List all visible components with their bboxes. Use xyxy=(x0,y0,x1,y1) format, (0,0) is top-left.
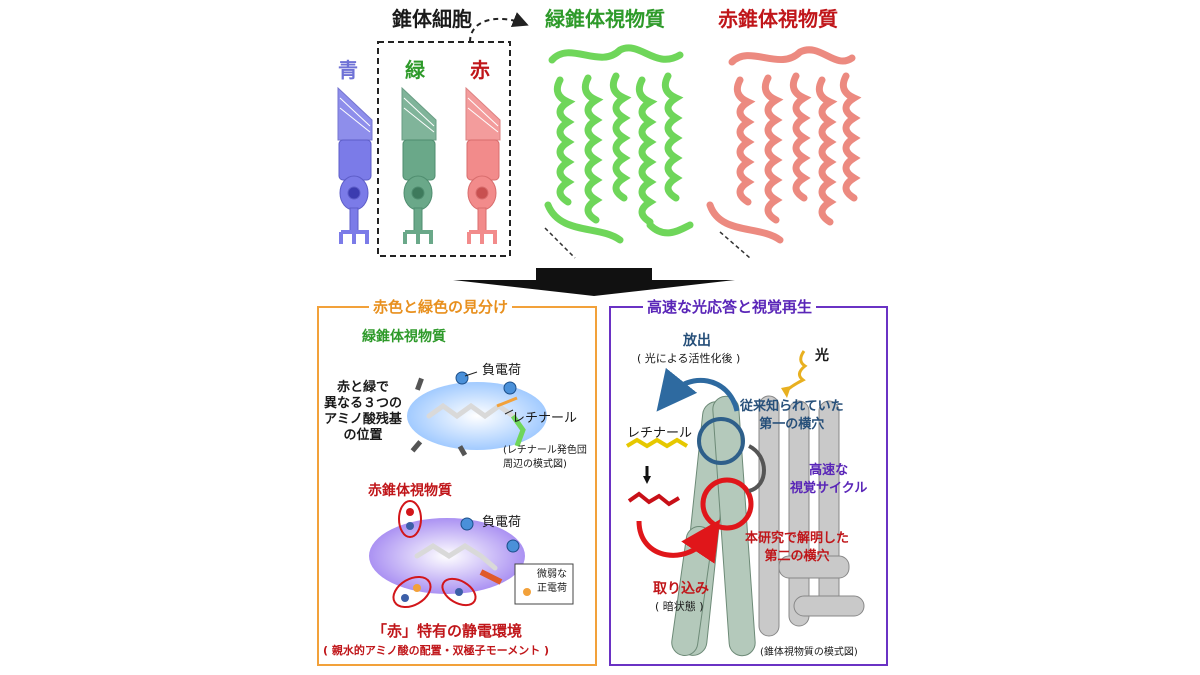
chromophore-note: (レチナール発色団 周辺の模式図) xyxy=(503,444,587,472)
negative-charge-icon-1 xyxy=(455,371,469,385)
selection-box xyxy=(377,41,511,257)
retinal-molecule-red xyxy=(627,491,681,507)
left-panel-illustration xyxy=(369,371,574,609)
dashed-arrow xyxy=(469,12,529,43)
residue-highlight-1 xyxy=(398,500,422,538)
cycle-arrow xyxy=(747,444,766,493)
weak-positive-label: 微弱な 正電荷 xyxy=(537,568,567,596)
right-panel: 高速な光応答と視覚再生 xyxy=(609,296,888,666)
amino-acid-note-line4: の位置 xyxy=(343,428,383,443)
negative-charge-icon-3 xyxy=(460,517,474,531)
residue-highlight-2 xyxy=(392,575,432,609)
right-panel-illustration xyxy=(625,350,865,657)
weak-positive-line1: 微弱な xyxy=(537,569,567,580)
green-cone-label: 緑 xyxy=(405,58,425,82)
left-panel-title: 赤色と緑色の見分け xyxy=(369,296,513,317)
green-opsin-structure xyxy=(544,44,694,244)
amino-acid-note: 赤と緑で 異なる３つの アミノ酸残基 の位置 xyxy=(318,380,408,444)
first-pore-icon xyxy=(697,417,745,465)
blue-cone-label: 青 xyxy=(338,58,358,82)
second-pore-line1: 本研究で解明した xyxy=(745,531,850,546)
light-label: 光 xyxy=(815,348,829,364)
weak-positive-line2: 正電荷 xyxy=(537,583,567,594)
top-diagram xyxy=(337,12,862,296)
green-opsin-title: 緑錐体視物質 xyxy=(545,7,665,31)
fast-cycle-line1: 高速な xyxy=(809,463,849,478)
amino-acid-note-line3: アミノ酸残基 xyxy=(324,412,402,427)
red-cone-cell xyxy=(465,86,501,244)
model-note: (錐体視物質の模式図) xyxy=(760,647,858,658)
fast-cycle-line2: 視覚サイクル xyxy=(790,481,868,496)
dark-state-label: ( 暗状態 ) xyxy=(655,600,704,613)
left-negative-charge-2: 負電荷 xyxy=(482,515,522,530)
first-pore-line1: 従来知られていた xyxy=(740,399,844,414)
first-pore-line2: 第一の横穴 xyxy=(759,417,825,432)
light-icon xyxy=(783,350,808,394)
red-opsin-title: 赤錐体視物質 xyxy=(718,7,838,31)
main-down-arrow xyxy=(453,268,735,296)
red-opsin-structure xyxy=(706,46,862,244)
chromophore-note-line2: 周辺の模式図) xyxy=(503,459,567,470)
residue-highlight-3 xyxy=(441,577,477,607)
chromophore-note-line1: (レチナール発色団 xyxy=(503,445,587,456)
left-negative-charge-1: 負電荷 xyxy=(482,363,522,378)
red-cone-label: 赤 xyxy=(470,58,490,82)
negative-charge-icon-4 xyxy=(506,539,520,553)
retinal-chain-green xyxy=(426,402,526,433)
background-helices xyxy=(758,395,865,637)
fast-cycle-label: 高速な 視覚サイクル xyxy=(790,462,867,498)
left-summary-detail: ( 親水的アミノ酸の配置・双極子モーメント ) xyxy=(323,644,550,657)
second-pore-icon xyxy=(700,477,754,531)
second-pore-line2: 第二の横穴 xyxy=(764,549,830,564)
right-retinal-label: レチナール xyxy=(627,426,693,441)
green-cone-cell xyxy=(401,86,437,244)
left-red-opsin-label: 赤錐体視物質 xyxy=(368,483,452,499)
left-retinal-label: レチナール xyxy=(512,411,578,426)
cone-cell-title: 錐体細胞 xyxy=(392,7,472,31)
weak-positive-legend xyxy=(514,563,574,605)
amino-acid-note-line2: 異なる３つの xyxy=(323,396,402,411)
release-label: 放出 xyxy=(683,333,711,349)
left-summary: 「赤」特有の静電環境 xyxy=(372,622,523,640)
release-note: ( 光による活性化後 ) xyxy=(637,352,741,365)
release-arrow xyxy=(656,367,740,412)
left-green-opsin-label: 緑錐体視物質 xyxy=(362,329,446,345)
uptake-label: 取り込み xyxy=(653,581,709,597)
left-panel: 赤色と緑色の見分け xyxy=(317,296,597,666)
negative-charge-icon-2 xyxy=(503,381,517,395)
amino-acid-note-line1: 赤と緑で xyxy=(336,380,389,395)
first-pore-label: 従来知られていた 第一の横穴 xyxy=(740,398,844,434)
second-pore-label: 本研究で解明した 第二の横穴 xyxy=(745,530,849,566)
blue-cone-cell xyxy=(337,86,373,244)
uptake-arrow xyxy=(636,519,721,564)
retinal-molecule-yellow xyxy=(625,437,689,449)
right-panel-title: 高速な光応答と視覚再生 xyxy=(643,296,817,317)
